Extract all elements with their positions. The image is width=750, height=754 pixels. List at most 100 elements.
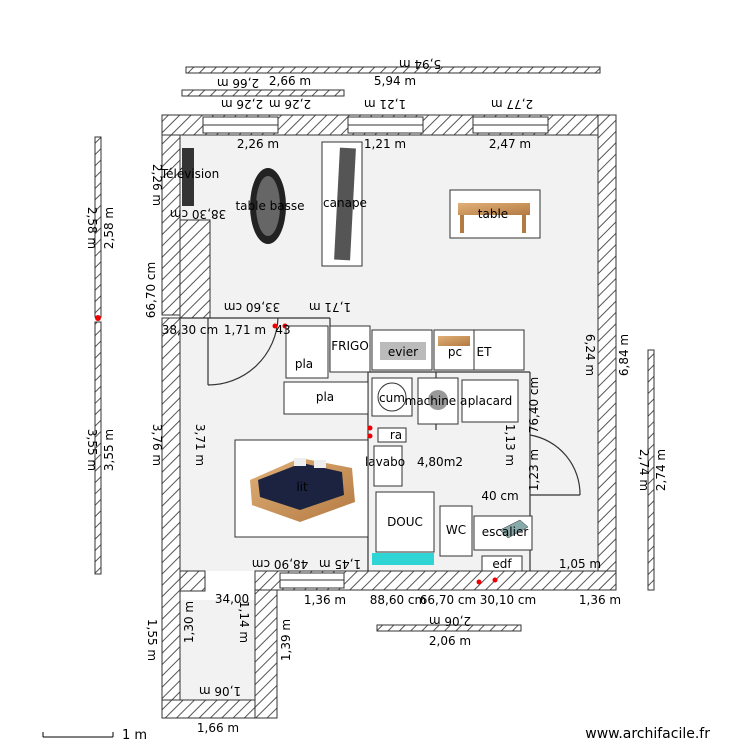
bath-floor-strip <box>372 553 434 565</box>
placard-top <box>285 325 329 379</box>
watermark: www.archifacile.fr <box>585 726 710 742</box>
dim-bottom-inner-6: 1,05 m <box>559 557 601 571</box>
label-placard-mid: pla <box>316 390 334 404</box>
scale-bar: 1 m <box>42 728 147 743</box>
dim-left-inner-b: 66,70 cm <box>144 262 158 318</box>
dim-entry-6: 1,66 m <box>197 721 239 735</box>
towel-rack <box>377 427 407 443</box>
dim-bottom-inner-4: 66,70 cm <box>420 593 476 607</box>
dim-top-inner-2: 1,21 m <box>364 137 406 151</box>
wall-left-lower <box>161 317 181 719</box>
dim-top-win2-flipped: 1,21 m <box>364 97 406 111</box>
dim-top-outer-flipped: 5,94 m <box>399 57 441 71</box>
dim-entry-3: 1,39 m <box>279 619 293 661</box>
furniture-labels: Télévision table basse canape table FRIG… <box>160 167 529 571</box>
dim-right-outer-2: 2,74 m <box>637 449 651 491</box>
label-placard-right: placard <box>468 394 513 408</box>
label-towel-rack: ra <box>390 428 402 442</box>
label-bath-sink: lavabo <box>365 455 405 469</box>
dim-bottom-outer-flip: 2,06 m <box>429 614 471 628</box>
dim-entry-4: 1,55 m <box>145 619 159 661</box>
edf-panel <box>481 555 523 572</box>
dim-left-outer-1: 2,58 m <box>85 207 99 249</box>
label-washing-machine: machine a <box>405 394 468 408</box>
scale-label: 1 m <box>122 728 147 743</box>
dim-left-outer-2: 3,55 m <box>85 429 99 471</box>
placard-right <box>461 379 519 423</box>
outer-walls <box>161 114 617 719</box>
placard-mid <box>283 381 369 415</box>
dim-right-outer-2b: 2,74 m <box>654 449 668 491</box>
dim-left-inner-c: 3,76 m <box>150 424 164 466</box>
dim-bathroom-v2: 1,13 m <box>503 424 517 466</box>
label-stairs: escalier <box>482 525 529 539</box>
dim-bathroom-v3: 1,23 m <box>527 449 541 491</box>
label-placard-top: pla <box>295 357 313 371</box>
label-cooker: cum <box>379 391 405 405</box>
label-kitchen-sink: evier <box>388 345 418 359</box>
dim-entry-1: 1,30 m <box>182 601 196 643</box>
label-pc: pc <box>448 345 462 359</box>
wall-left-upper <box>161 134 181 316</box>
label-coffee-table: table basse <box>235 199 304 213</box>
wall-entry-top <box>179 570 206 592</box>
dim-left-inner-a: 2,26 m <box>150 164 164 206</box>
dimension-bars <box>94 66 655 632</box>
label-bed: lit <box>296 480 308 494</box>
dim-top-win1b-flipped: 2,26 m <box>269 97 311 111</box>
dim-left-outer-2b: 3,55 m <box>102 429 116 471</box>
wall-entry-right <box>254 589 278 719</box>
label-edf: edf <box>492 557 512 571</box>
wc <box>439 505 473 557</box>
label-television: Télévision <box>160 167 219 181</box>
dim-entry-2: 1,14 m <box>237 601 251 643</box>
dim-left-small-2: 1,71 m <box>224 323 266 337</box>
dim-bottom-inner-2: 1,36 m <box>304 593 346 607</box>
dim-left-outer-1b: 2,58 m <box>102 207 116 249</box>
frigo <box>329 325 371 373</box>
label-table: table <box>478 207 508 221</box>
shower <box>375 491 435 553</box>
dim-right-inner: 6,24 m <box>583 334 597 376</box>
dim-bottom-flip-2: 1,45 m <box>319 557 361 571</box>
furniture <box>182 141 541 572</box>
dim-left-small-1: 38,30 cm <box>162 323 218 337</box>
windows <box>202 116 549 589</box>
dim-top-mid-flipped: 2,66 m <box>217 76 259 90</box>
dim-bathroom-h1: 40 cm <box>481 489 518 503</box>
dim-right-outer: 6,84 m <box>617 334 631 376</box>
kitchen-et <box>473 329 525 371</box>
dim-bottom-flip-1: 48,90 cm <box>252 557 308 571</box>
label-sofa: canape <box>323 196 367 210</box>
dim-top-win1-flipped: 2,26 m <box>221 97 263 111</box>
dim-left-small-3: 43 <box>275 323 290 337</box>
dim-top-inner-1: 2,26 m <box>237 137 279 151</box>
dim-bathroom-v1: 76,40 cm <box>527 377 541 433</box>
wall-left-inner-notch <box>179 219 211 319</box>
wall-bottom <box>254 570 617 591</box>
bath-sink <box>373 445 403 487</box>
marker-left <box>95 315 101 321</box>
dim-bottom-inner-7: 1,36 m <box>579 593 621 607</box>
dim-left-flipped-2: 33,60 cm <box>224 300 280 314</box>
television-icon <box>182 148 194 206</box>
dim-left-flipped-3: 1,71 m <box>309 300 351 314</box>
label-et: ET <box>477 345 493 359</box>
dim-bottom-inner-5: 30,10 cm <box>480 593 536 607</box>
dim-top-mid: 2,66 m <box>269 74 311 88</box>
wall-right <box>597 114 617 591</box>
label-frigo: FRIGO <box>331 339 369 353</box>
label-shower: DOUC <box>387 515 423 529</box>
dim-left-flipped-1: 38,30 cm <box>170 207 226 221</box>
label-wc: WC <box>446 523 466 537</box>
dimension-labels: 5,94 m 5,94 m 2,66 m 2,66 m 2,26 m 2,26 … <box>85 57 668 735</box>
red-markers <box>272 323 498 585</box>
dim-left-inner-d: 3,71 m <box>193 424 207 466</box>
dim-entry-5: 1,06 m <box>199 684 241 698</box>
dim-top-outer: 5,94 m <box>374 74 416 88</box>
area-bathroom: 4,80m2 <box>417 455 463 469</box>
dim-bottom-inner-1: 34,00 <box>215 592 249 606</box>
dim-top-inner-3: 2,47 m <box>489 137 531 151</box>
dim-bottom-outer: 2,06 m <box>429 634 471 648</box>
